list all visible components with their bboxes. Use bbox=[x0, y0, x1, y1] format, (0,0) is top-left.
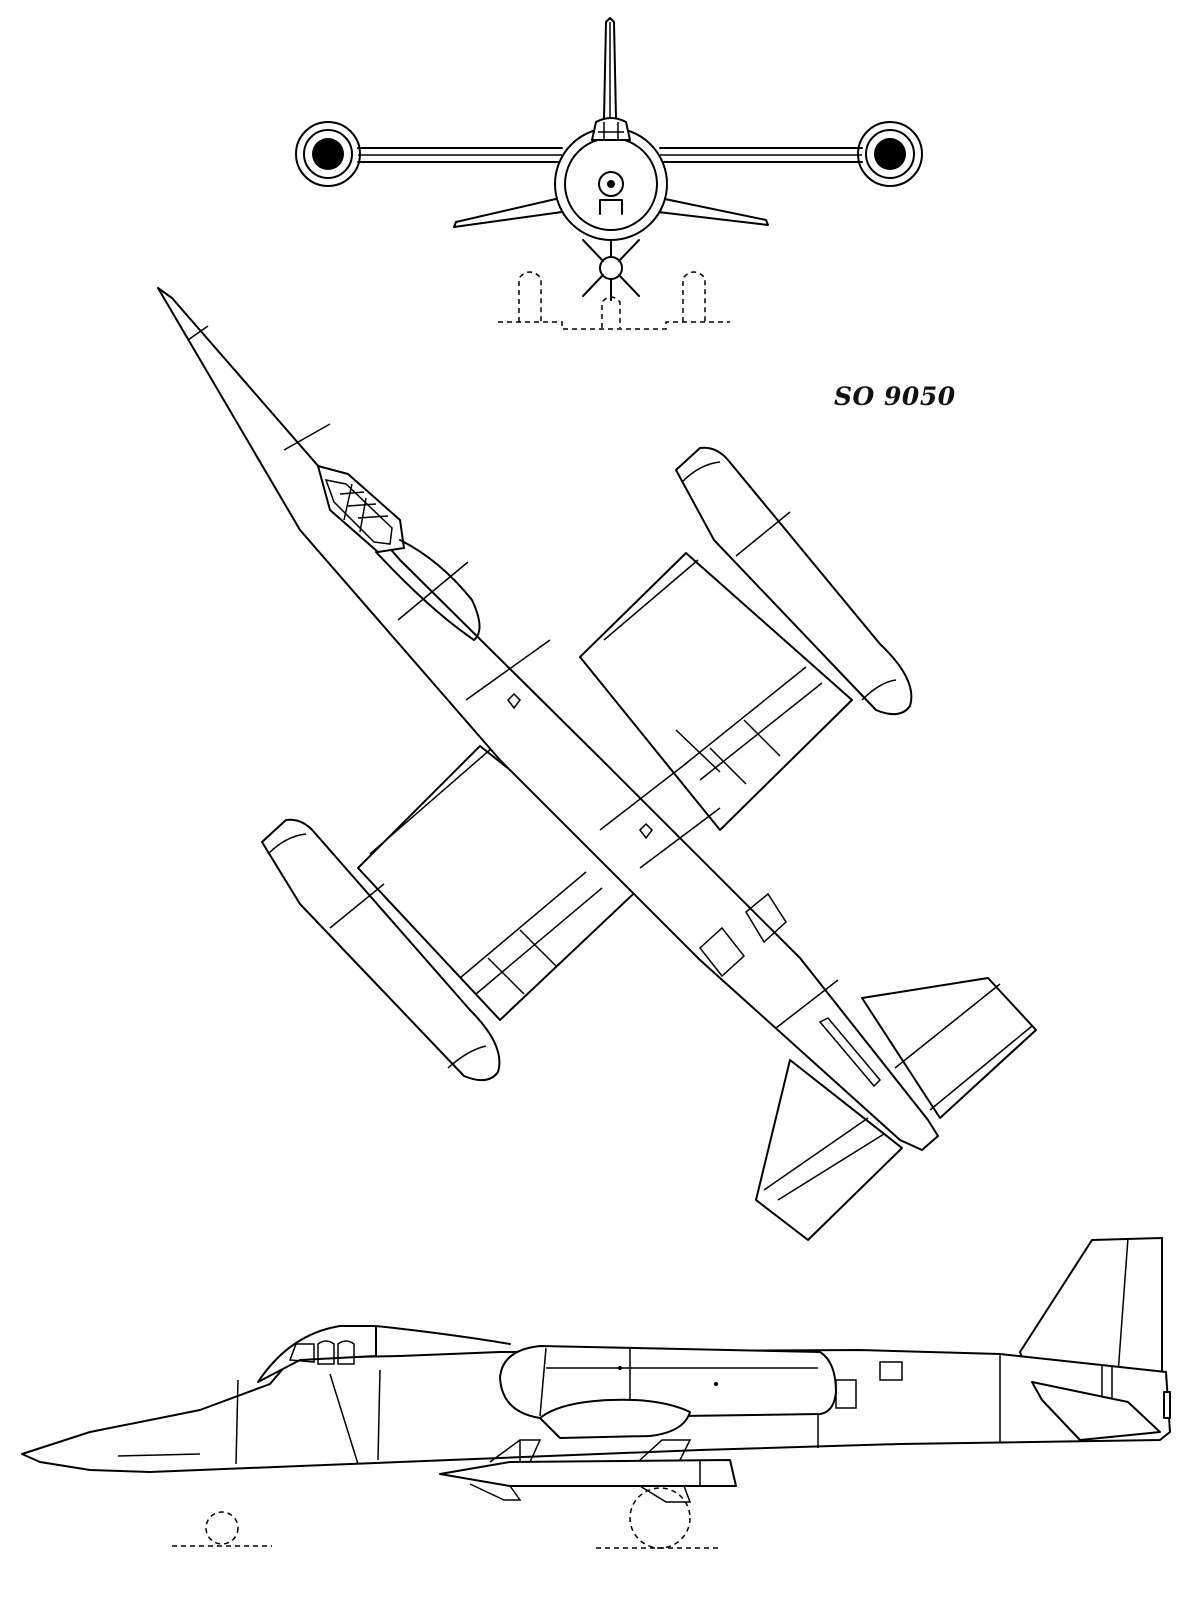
front-engine-right bbox=[857, 121, 923, 187]
front-view bbox=[295, 17, 923, 330]
side-engine-nacelle bbox=[499, 1345, 837, 1419]
side-view bbox=[21, 1237, 1171, 1549]
front-engine-left bbox=[295, 121, 361, 187]
plan-canopy bbox=[317, 465, 481, 641]
plan-view bbox=[157, 287, 1037, 1241]
front-landing-gear bbox=[498, 271, 730, 330]
side-fin bbox=[1019, 1237, 1163, 1377]
plan-engine-left bbox=[261, 818, 501, 1082]
front-wing bbox=[357, 147, 863, 163]
side-missile bbox=[439, 1439, 737, 1503]
aircraft-designation: SO 9050 bbox=[834, 382, 956, 411]
plan-tailplane-left bbox=[755, 1059, 903, 1241]
front-canopy bbox=[591, 117, 631, 141]
side-tailplane bbox=[1031, 1381, 1161, 1441]
side-canopy bbox=[257, 1325, 511, 1383]
plan-engine-right bbox=[675, 446, 913, 716]
side-exhaust bbox=[1163, 1391, 1171, 1419]
plan-fuselage bbox=[157, 287, 939, 1151]
side-ventral-fairing bbox=[539, 1398, 691, 1439]
front-fuselage bbox=[554, 127, 668, 241]
plan-wing-right bbox=[579, 552, 853, 831]
side-landing-gear bbox=[172, 1487, 720, 1549]
plan-tailplane-right bbox=[861, 977, 1037, 1119]
front-tailplane bbox=[453, 197, 769, 228]
front-missile bbox=[582, 239, 640, 301]
front-fin bbox=[603, 17, 617, 119]
